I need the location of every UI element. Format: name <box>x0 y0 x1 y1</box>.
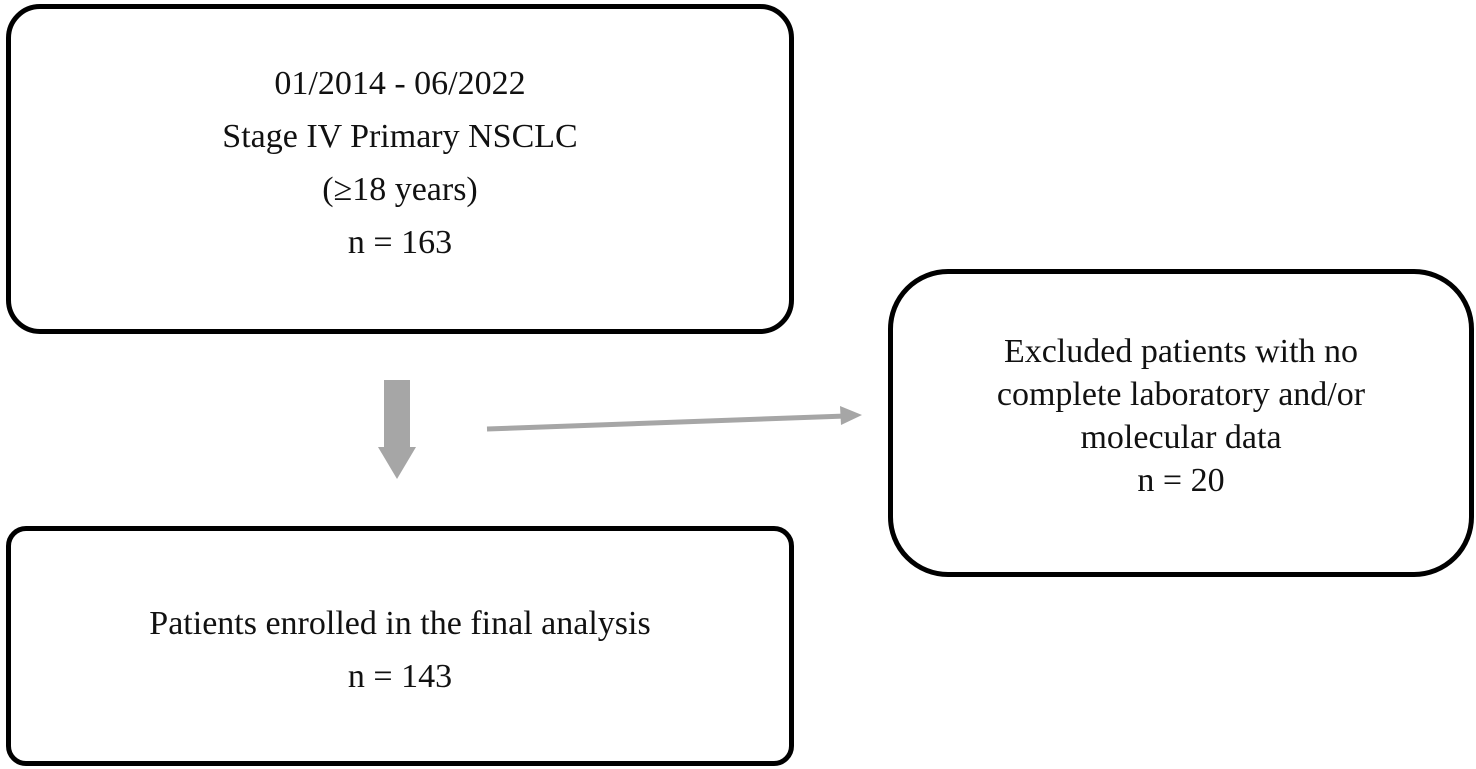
exclusion-reason-line-2: complete laboratory and/or <box>996 376 1366 413</box>
excluded-count-text: n = 20 <box>1137 462 1225 499</box>
exclusion-arrow-shaft <box>486 413 847 432</box>
exclusion-reason-line-3: molecular data <box>1080 419 1282 456</box>
down-arrow-shaft <box>384 380 410 448</box>
final-analysis-text: Patients enrolled in the final analysis <box>149 605 651 642</box>
diagnosis-text: Stage IV Primary NSCLC <box>222 118 578 155</box>
cohort-count-text: n = 163 <box>347 224 453 261</box>
exclusion-reason-line-1: Excluded patients with no <box>1003 333 1359 370</box>
down-arrow-head <box>378 447 416 479</box>
exclusion-arrow-head <box>840 406 862 425</box>
exclusion-arrow <box>486 406 862 432</box>
down-arrow <box>378 380 416 479</box>
date-range-text: 01/2014 - 06/2022 <box>274 65 526 102</box>
final-analysis-box: Patients enrolled in the final analysis … <box>6 526 794 766</box>
excluded-box: Excluded patients with no complete labor… <box>888 269 1474 577</box>
final-count-text: n = 143 <box>347 658 453 695</box>
cohort-box: 01/2014 - 06/2022 Stage IV Primary NSCLC… <box>6 4 794 334</box>
age-criteria-text: (≥18 years) <box>322 171 478 208</box>
